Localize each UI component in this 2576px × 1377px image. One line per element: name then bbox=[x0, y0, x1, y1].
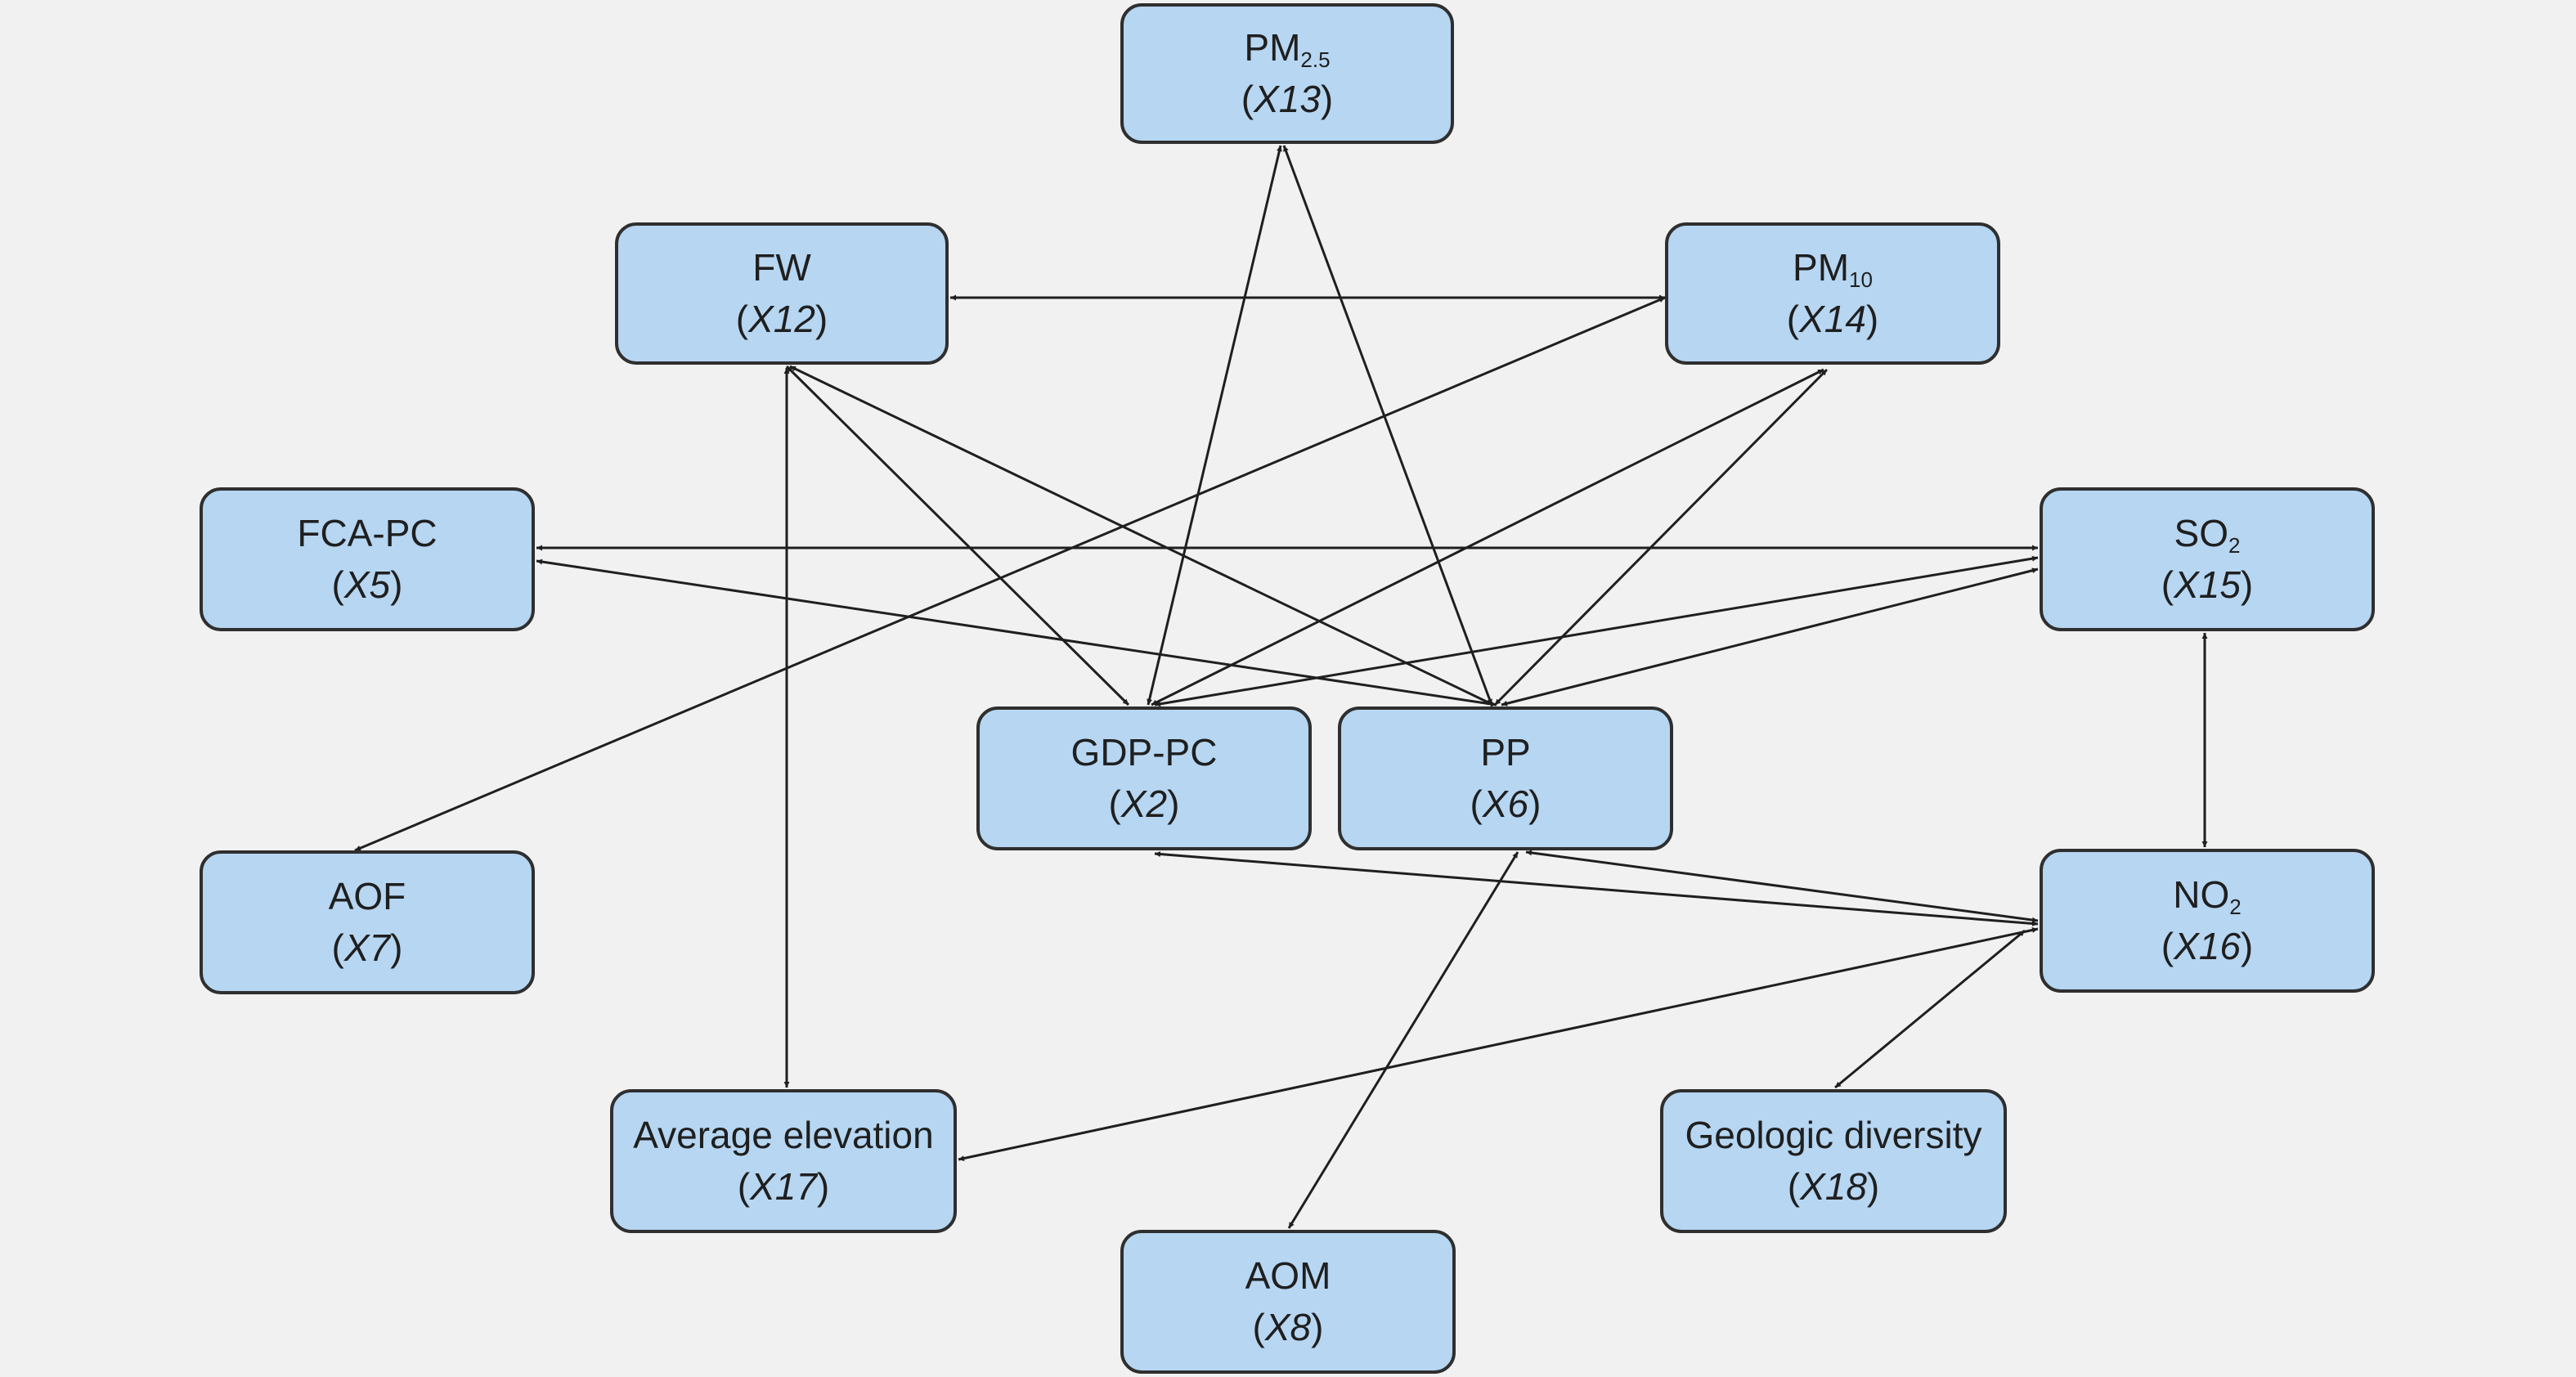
node-geologic-diversity-var: X18 bbox=[1800, 1165, 1867, 1208]
node-so2-var: X15 bbox=[2174, 563, 2241, 606]
node-pm25-name: PM bbox=[1244, 25, 1301, 69]
edge-pm10-gdp bbox=[1151, 368, 1824, 706]
edge-no2-geo bbox=[1834, 929, 2026, 1089]
node-pm10-var: X14 bbox=[1799, 298, 1866, 340]
node-no2-name: NO bbox=[2173, 872, 2230, 916]
node-pm25: PM2.5 (X13) bbox=[1120, 3, 1454, 144]
node-pm25-sub: 2.5 bbox=[1300, 47, 1331, 72]
node-aom-var: X8 bbox=[1264, 1306, 1312, 1348]
node-average-elevation: Average elevation (X17) bbox=[610, 1089, 957, 1233]
node-pm10-name: PM bbox=[1793, 245, 1850, 289]
node-geologic-diversity: Geologic diversity (X18) bbox=[1660, 1089, 2007, 1233]
edge-pm25-pp bbox=[1282, 145, 1493, 706]
edge-pm10-pp bbox=[1493, 368, 1829, 706]
node-so2: SO2 (X15) bbox=[2040, 487, 2375, 631]
node-average-elevation-var: X17 bbox=[750, 1165, 817, 1208]
edge-so2-gdp bbox=[1154, 555, 2039, 707]
node-no2: NO2 (X16) bbox=[2040, 849, 2375, 993]
edge-fw-gdp bbox=[785, 365, 1130, 706]
node-aof: AOF (X7) bbox=[200, 850, 535, 994]
node-average-elevation-name: Average elevation bbox=[633, 1113, 934, 1156]
node-fw-var: X12 bbox=[748, 298, 815, 340]
edge-fw-pp bbox=[789, 365, 1494, 706]
node-fw: FW (X12) bbox=[615, 222, 949, 365]
node-aom-name: AOM bbox=[1245, 1254, 1331, 1297]
node-geologic-diversity-name: Geologic diversity bbox=[1685, 1113, 1982, 1156]
node-gdp-pc: GDP-PC (X2) bbox=[976, 706, 1312, 850]
node-so2-sub: 2 bbox=[2228, 532, 2241, 558]
edge-fca-pp bbox=[536, 558, 1497, 707]
edge-no2-gdp bbox=[1154, 851, 2039, 926]
node-fca-pc-var: X5 bbox=[343, 563, 391, 606]
node-fca-pc-name: FCA-PC bbox=[297, 511, 438, 554]
node-gdp-pc-name: GDP-PC bbox=[1070, 730, 1218, 774]
node-aof-name: AOF bbox=[328, 874, 406, 917]
edge-no2-pp bbox=[1525, 850, 2039, 923]
node-gdp-pc-var: X2 bbox=[1120, 783, 1168, 825]
node-fw-name: FW bbox=[752, 245, 811, 289]
node-pp-var: X6 bbox=[1482, 783, 1529, 825]
node-fca-pc: FCA-PC (X5) bbox=[200, 487, 535, 631]
edge-so2-pp bbox=[1501, 567, 2039, 706]
node-pp: PP (X6) bbox=[1338, 706, 1673, 850]
node-pm25-var: X13 bbox=[1254, 78, 1321, 120]
node-pp-name: PP bbox=[1480, 730, 1531, 774]
node-pm10: PM10 (X14) bbox=[1665, 222, 2000, 365]
node-so2-name: SO bbox=[2174, 511, 2228, 554]
node-no2-sub: 2 bbox=[2229, 894, 2242, 919]
node-aof-var: X7 bbox=[343, 926, 391, 969]
edge-pp-aom bbox=[1287, 851, 1519, 1229]
node-no2-var: X16 bbox=[2174, 925, 2241, 967]
node-pm10-sub: 10 bbox=[1849, 267, 1873, 292]
node-aom: AOM (X8) bbox=[1120, 1230, 1456, 1374]
edge-pm25-gdp bbox=[1147, 145, 1282, 706]
